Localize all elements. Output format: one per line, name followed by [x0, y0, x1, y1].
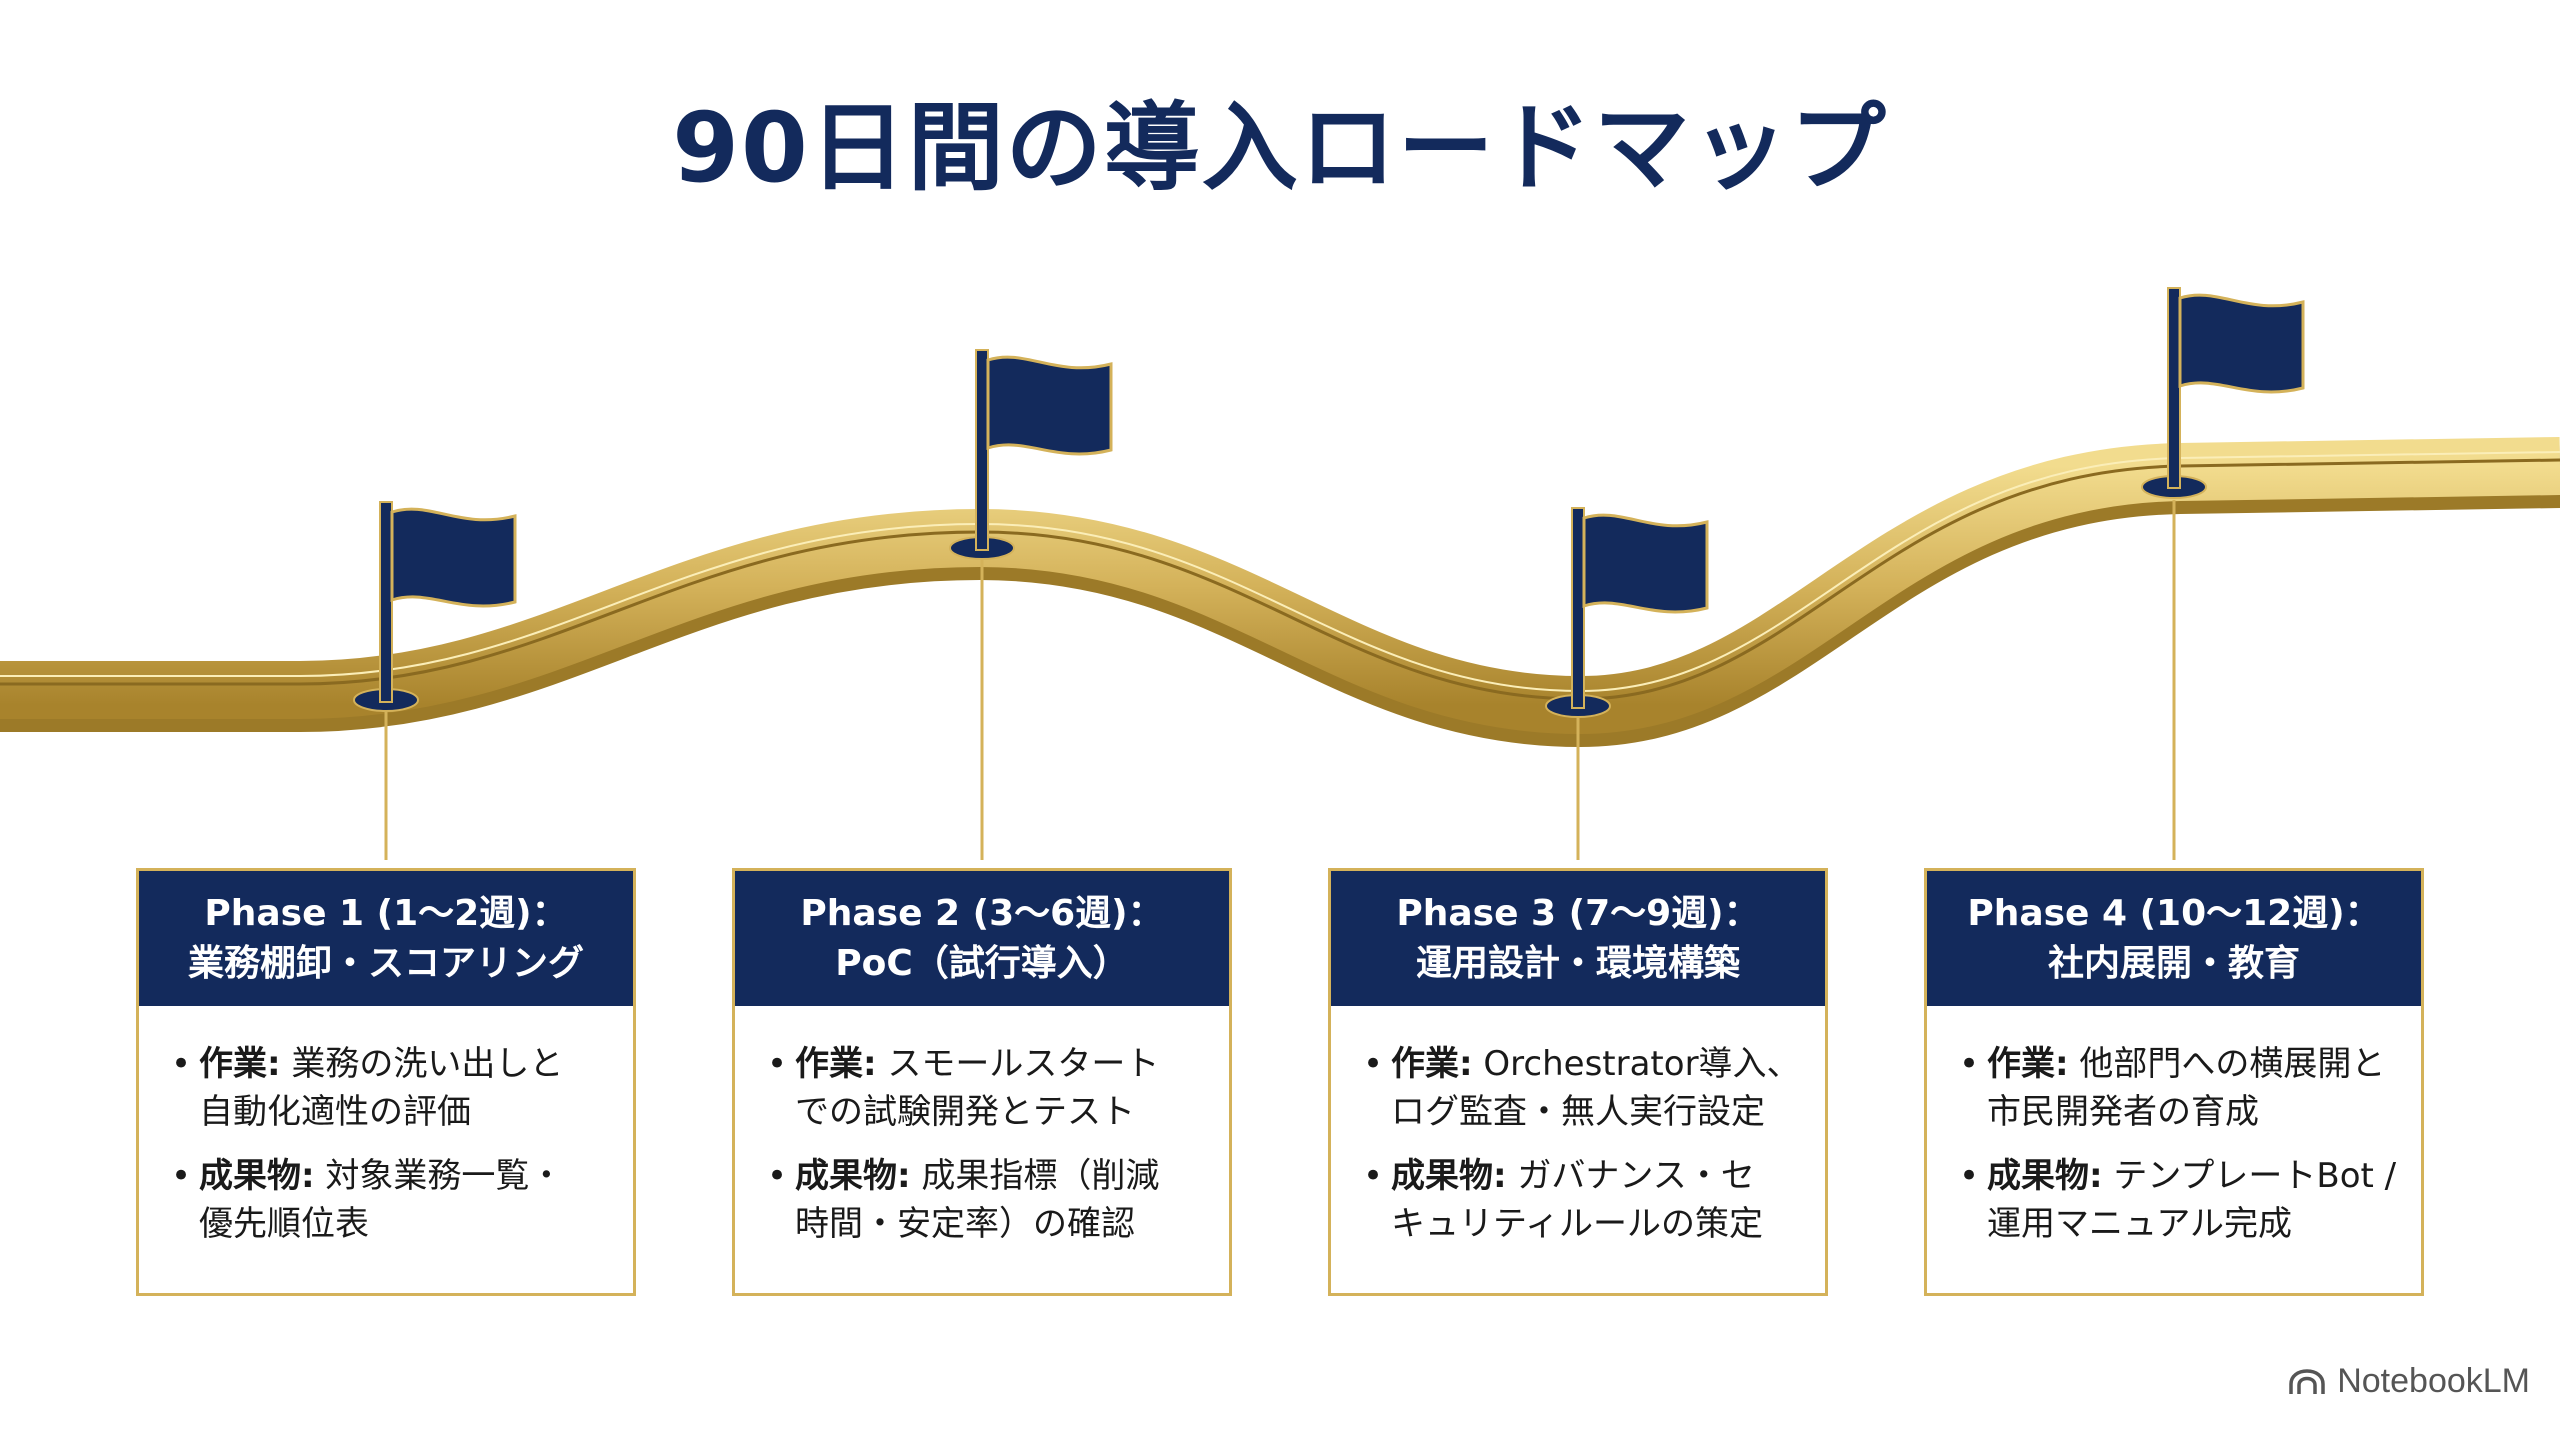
phase-card-1: Phase 1 (1〜2週)： 業務棚卸・スコアリング • 作業: 業務の洗い出… — [136, 868, 636, 1296]
phase-subtitle: 運用設計・環境構築 — [1415, 942, 1740, 984]
phase-header: Phase 2 (3〜6週)： PoC（試行導入） — [735, 871, 1229, 1006]
phase-item-task: • 作業: スモールスタート での試験開発とテスト — [765, 1040, 1209, 1136]
phase-title: Phase 1 (1〜2週)： — [204, 892, 568, 934]
bullet: • — [1959, 1044, 1980, 1084]
phase-body: • 作業: 業務の洗い出しと 自動化適性の評価 • 成果物: 対象業務一覧・ 優… — [139, 1006, 633, 1248]
item-text-cont: 市民開発者の育成 — [1987, 1092, 2259, 1132]
item-key: 成果物: — [199, 1156, 315, 1196]
road-lane-highlight — [0, 451, 2560, 693]
item-key: 作業: — [1391, 1044, 1473, 1084]
bullet: • — [767, 1044, 788, 1084]
item-text: 対象業務一覧・ — [325, 1156, 564, 1196]
phase-item-deliverable: • 成果物: 成果指標（削減 時間・安定率）の確認 — [765, 1152, 1209, 1248]
bullet: • — [1363, 1044, 1384, 1084]
notebooklm-logo-icon — [2289, 1368, 2325, 1394]
phase-card-2: Phase 2 (3〜6週)： PoC（試行導入） • 作業: スモールスタート… — [732, 868, 1232, 1296]
phase-subtitle: 業務棚卸・スコアリング — [187, 942, 584, 984]
phase-item-task: • 作業: 他部門への横展開と 市民開発者の育成 — [1957, 1040, 2401, 1136]
item-text-cont: での試験開発とテスト — [795, 1092, 1135, 1132]
flag-3 — [1545, 507, 1709, 718]
phase-card-3: Phase 3 (7〜9週)： 運用設計・環境構築 • 作業: Orchestr… — [1328, 868, 1828, 1296]
item-text-cont: 時間・安定率）の確認 — [795, 1204, 1135, 1244]
item-key: 作業: — [795, 1044, 877, 1084]
item-text-cont: キュリティルールの策定 — [1391, 1204, 1763, 1244]
phase-body: • 作業: スモールスタート での試験開発とテスト • 成果物: 成果指標（削減… — [735, 1006, 1229, 1248]
item-key: 作業: — [1987, 1044, 2069, 1084]
item-text-cont: ログ監査・無人実行設定 — [1391, 1092, 1765, 1132]
flag-4 — [2141, 287, 2305, 499]
road-diagram — [0, 287, 2560, 860]
phase-subtitle: PoC（試行導入） — [835, 942, 1129, 984]
phase-card-4: Phase 4 (10〜12週)： 社内展開・教育 • 作業: 他部門への横展開… — [1924, 868, 2424, 1296]
item-text: 成果指標（削減 — [921, 1156, 1160, 1196]
notebooklm-watermark: NotebookLM — [2287, 1362, 2530, 1401]
bullet: • — [171, 1044, 192, 1084]
watermark-text: NotebookLM — [2337, 1362, 2530, 1400]
item-text-cont: 運用マニュアル完成 — [1987, 1204, 2292, 1244]
phase-header: Phase 1 (1〜2週)： 業務棚卸・スコアリング — [139, 871, 633, 1006]
item-key: 成果物: — [795, 1156, 911, 1196]
item-text-cont: 優先順位表 — [199, 1204, 369, 1244]
item-text: テンプレートBot / — [2113, 1156, 2397, 1196]
phase-item-task: • 作業: Orchestrator導入、 ログ監査・無人実行設定 — [1361, 1040, 1805, 1136]
item-text: スモールスタート — [887, 1044, 1160, 1084]
phase-body: • 作業: 他部門への横展開と 市民開発者の育成 • 成果物: テンプレートBo… — [1927, 1006, 2421, 1248]
item-text-cont: 自動化適性の評価 — [199, 1092, 471, 1132]
phase-item-deliverable: • 成果物: ガバナンス・セ キュリティルールの策定 — [1361, 1152, 1805, 1248]
page-title: 90日間の導入ロードマップ — [672, 92, 1888, 204]
flag-1 — [353, 501, 517, 712]
item-text: Orchestrator導入、 — [1483, 1044, 1801, 1084]
phase-item-deliverable: • 成果物: テンプレートBot / 運用マニュアル完成 — [1957, 1152, 2401, 1248]
phase-item-deliverable: • 成果物: 対象業務一覧・ 優先順位表 — [169, 1152, 613, 1248]
phase-header: Phase 3 (7〜9週)： 運用設計・環境構築 — [1331, 871, 1825, 1006]
item-text: 業務の洗い出しと — [291, 1044, 564, 1084]
item-key: 成果物: — [1391, 1156, 1507, 1196]
road-surface — [0, 437, 2560, 735]
phase-body: • 作業: Orchestrator導入、 ログ監査・無人実行設定 • 成果物:… — [1331, 1006, 1825, 1248]
flag-2 — [949, 349, 1113, 560]
road-lane-line — [0, 458, 2560, 701]
phase-title: Phase 4 (10〜12週)： — [1967, 892, 2381, 934]
bullet: • — [767, 1156, 788, 1196]
item-text: 他部門への横展開と — [2079, 1044, 2386, 1084]
bullet: • — [171, 1156, 192, 1196]
item-key: 成果物: — [1987, 1156, 2103, 1196]
phase-header: Phase 4 (10〜12週)： 社内展開・教育 — [1927, 871, 2421, 1006]
phase-title: Phase 3 (7〜9週)： — [1396, 892, 1760, 934]
bullet: • — [1959, 1156, 1980, 1196]
phase-item-task: • 作業: 業務の洗い出しと 自動化適性の評価 — [169, 1040, 613, 1136]
item-text: ガバナンス・セ — [1517, 1156, 1755, 1196]
phase-subtitle: 社内展開・教育 — [2047, 942, 2300, 984]
bullet: • — [1363, 1156, 1384, 1196]
phase-title: Phase 2 (3〜6週)： — [800, 892, 1164, 934]
item-key: 作業: — [199, 1044, 281, 1084]
